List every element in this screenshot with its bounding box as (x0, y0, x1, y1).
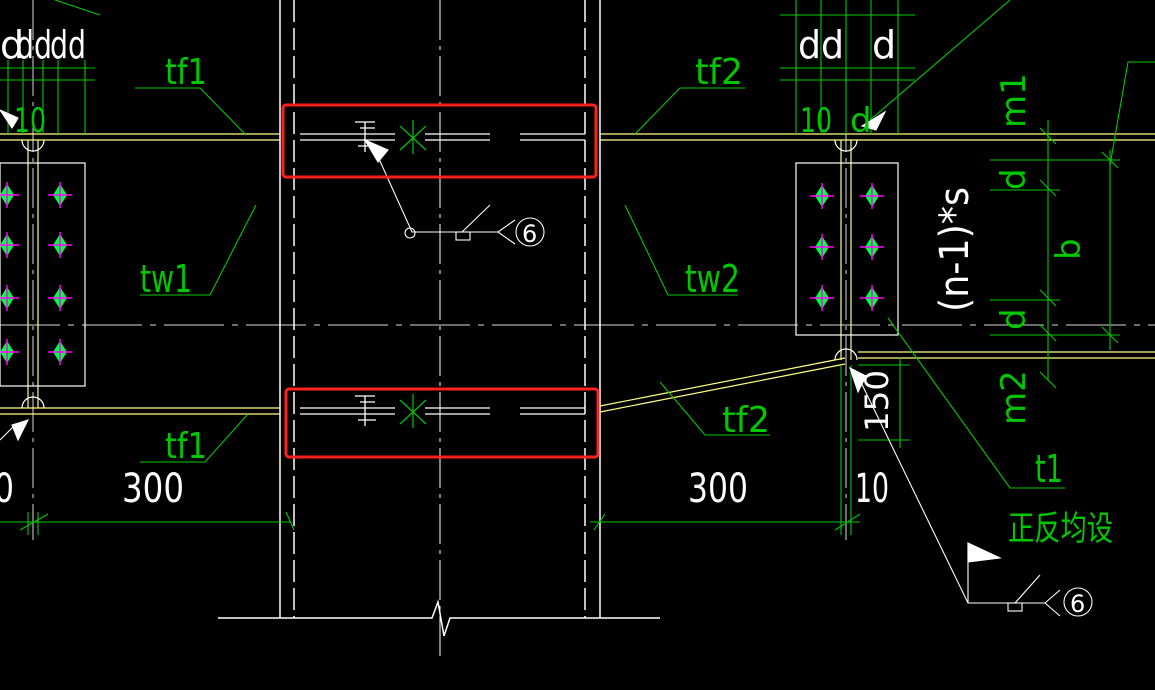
label-300-right: 300 (688, 466, 748, 512)
label-150: 150 (858, 370, 896, 432)
right-bolt-group (810, 183, 884, 311)
label-dd-left-3: dd (50, 23, 86, 67)
bolt (0, 232, 19, 258)
bolt-cross-marks (399, 120, 427, 428)
label-b: b (1049, 238, 1089, 260)
bolt (48, 339, 72, 365)
bolt (810, 234, 834, 260)
bolt (860, 183, 884, 209)
label-tf1-top: tf1 (165, 52, 207, 93)
white-labels: d dd dd dd d 300 300 10 0 150 (n-1)*s 6 … (0, 23, 1085, 618)
label-tf2-bottom: tf2 (722, 400, 770, 441)
lower-flange-splice-highlight[interactable] (284, 387, 600, 459)
bolt (48, 232, 72, 258)
bolt (0, 285, 19, 311)
column (218, 0, 660, 660)
bolt (0, 182, 19, 208)
bolt (0, 339, 19, 365)
label-dd-right: dd (798, 23, 844, 67)
label-ns-formula: (n-1)*s (932, 187, 978, 312)
label-m2: m2 (994, 370, 1034, 425)
green-labels: tf1 tf2 tw1 tw2 tf1 tf2 t1 正反均设 m1 d b d… (14, 52, 1113, 549)
label-d-top: d (994, 168, 1034, 190)
label-tf2-top: tf2 (695, 52, 743, 93)
weld-leaders (0, 109, 1093, 617)
green-leaders (0, 0, 1155, 535)
label-both-sides: 正反均设 (1008, 509, 1113, 549)
label-d-right-top: d (850, 101, 872, 141)
left-splice-plate (0, 162, 86, 387)
label-m1: m1 (994, 73, 1034, 128)
bolt (48, 285, 72, 311)
label-d-right: d (872, 23, 896, 67)
right-splice-plate (795, 162, 899, 336)
label-weld-6-top: 6 (522, 220, 537, 248)
bolt (810, 183, 834, 209)
upper-flange-splice-highlight[interactable] (281, 103, 598, 179)
weld-access-holes (21, 139, 858, 409)
beam-flanges (0, 133, 1155, 415)
label-weld-6-bottom: 6 (1070, 590, 1085, 618)
bolt (48, 182, 72, 208)
label-dd-left-2: dd (16, 23, 52, 67)
label-10-left-top: 10 (14, 101, 46, 141)
label-dd-left-1: d (0, 23, 24, 67)
label-t1: t1 (1035, 447, 1063, 491)
bolt (810, 285, 834, 311)
label-0-bottom-left: 0 (0, 466, 14, 512)
left-bolt-group (0, 182, 72, 365)
label-300-left: 300 (122, 466, 184, 512)
label-tf1-bottom: tf1 (165, 426, 207, 467)
bolt (860, 285, 884, 311)
bolt (860, 234, 884, 260)
label-d-bottom: d (994, 308, 1034, 330)
label-10-right-top: 10 (800, 101, 832, 141)
flange-splice-lines (300, 121, 585, 426)
label-tw1: tw1 (140, 257, 192, 301)
label-10-bottom: 10 (855, 466, 889, 512)
label-tw2: tw2 (685, 257, 740, 301)
